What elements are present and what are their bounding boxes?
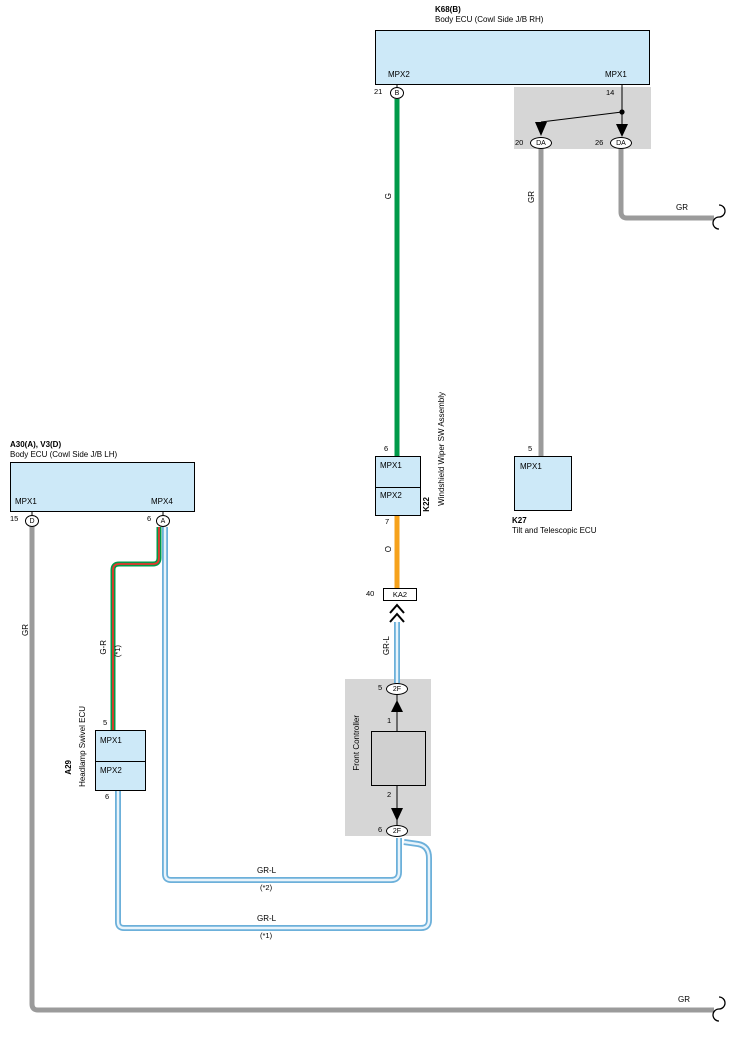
a30-name: Body ECU (Cowl Side J/B LH) bbox=[10, 450, 118, 459]
k22-port-mpx2: MPX2 bbox=[380, 491, 402, 500]
a29-pin-5: 5 bbox=[103, 718, 108, 727]
k22-box: MPX1 MPX2 bbox=[375, 456, 421, 516]
fc-pin-1: 1 bbox=[387, 716, 392, 725]
k68-port-mpx2: MPX2 bbox=[388, 70, 410, 79]
wire-g-r-base bbox=[110, 527, 162, 730]
k68-pin-20: 20 bbox=[515, 138, 524, 147]
wire-gr-top-right bbox=[618, 149, 714, 221]
wire-label-o: O bbox=[384, 546, 393, 553]
k68-pin-14: 14 bbox=[606, 88, 615, 97]
a29-port-mpx2: MPX2 bbox=[100, 766, 122, 775]
a30-box: MPX1 MPX4 bbox=[10, 462, 195, 512]
k68-pin-21: 21 bbox=[374, 87, 383, 96]
k68-box: MPX2 MPX1 bbox=[375, 30, 650, 85]
a29-box: MPX1 MPX2 bbox=[95, 730, 146, 791]
a30-pin-6: 6 bbox=[147, 514, 152, 523]
k68-code: K68(B) bbox=[435, 5, 461, 14]
k68-pin-26: 26 bbox=[595, 138, 604, 147]
front-controller-box bbox=[371, 731, 426, 786]
a30-port-mpx4: MPX4 bbox=[151, 497, 173, 506]
junction-dot bbox=[619, 109, 625, 115]
ka2-pin-40: 40 bbox=[366, 589, 375, 598]
k27-box: MPX1 bbox=[514, 456, 572, 511]
connector-da-left: DA bbox=[530, 137, 552, 149]
fc-pin-2: 2 bbox=[387, 790, 392, 799]
connector-da-right: DA bbox=[610, 137, 632, 149]
wire-break-icon bbox=[712, 204, 726, 230]
k22-code: K22 bbox=[422, 497, 431, 512]
a29-divider bbox=[96, 761, 145, 762]
a30-code: A30(A), V3(D) bbox=[10, 440, 62, 449]
k27-port-mpx1: MPX1 bbox=[520, 462, 542, 471]
a30-port-mpx1: MPX1 bbox=[15, 497, 37, 506]
arrow-down-icon bbox=[535, 122, 547, 136]
arrow-up-icon bbox=[391, 700, 403, 712]
k27-code: K27 bbox=[512, 516, 527, 525]
wire-grl-run-a-inner bbox=[163, 527, 401, 882]
k27-name: Tilt and Telescopic ECU bbox=[512, 526, 597, 535]
wire-gr-left bbox=[29, 527, 714, 1013]
k22-pin-6: 6 bbox=[384, 444, 389, 453]
wire-label-grl-run-a-note: (*2) bbox=[260, 883, 273, 892]
connector-a: A bbox=[156, 515, 170, 527]
arrow-down-icon bbox=[616, 124, 628, 137]
a29-name: Headlamp Swivel ECU bbox=[78, 706, 87, 787]
arrow-down-icon bbox=[391, 808, 403, 821]
a30-pin-15: 15 bbox=[10, 514, 19, 523]
wire-label-g-r: G-R bbox=[99, 640, 108, 655]
connector-ka2: KA2 bbox=[383, 588, 417, 601]
a29-port-mpx1: MPX1 bbox=[100, 736, 122, 745]
wire-label-gr-top-right: GR bbox=[676, 203, 688, 212]
wire-label-g: G bbox=[384, 193, 393, 200]
k68-name: Body ECU (Cowl Side J/B RH) bbox=[435, 15, 544, 24]
chevron-up-icon bbox=[389, 603, 405, 614]
fc-pin-6: 6 bbox=[378, 825, 383, 834]
k22-name: Windshield Wiper SW Assembly bbox=[437, 392, 446, 506]
k68-branch-diagonal bbox=[540, 111, 623, 123]
wire-label-g-r-note: (*1) bbox=[113, 645, 122, 658]
k68-port-mpx1: MPX1 bbox=[605, 70, 627, 79]
connector-2f-top: 2F bbox=[386, 683, 408, 695]
wire-break-icon bbox=[712, 996, 726, 1022]
k22-port-mpx1: MPX1 bbox=[380, 461, 402, 470]
k22-divider bbox=[376, 487, 420, 488]
wire-label-gr-k27: GR bbox=[527, 191, 536, 203]
wire-label-grl-run-b-note: (*1) bbox=[260, 931, 273, 940]
wire-grl-run-b-inner bbox=[116, 791, 431, 930]
connector-d: D bbox=[25, 515, 39, 527]
connector-2f-bottom: 2F bbox=[386, 825, 408, 837]
k22-pin-7: 7 bbox=[385, 517, 390, 526]
chevron-up-icon bbox=[389, 612, 405, 623]
wire-label-gr-bottom-right: GR bbox=[678, 995, 690, 1004]
wire-label-grl-run-a: GR-L bbox=[257, 866, 277, 875]
wire-g-r-stripe bbox=[112, 527, 160, 730]
connector-b: B bbox=[390, 87, 404, 99]
wire-label-grl-mid: GR-L bbox=[382, 636, 391, 656]
k27-pin-5: 5 bbox=[528, 444, 533, 453]
wire-label-grl-run-b: GR-L bbox=[257, 914, 277, 923]
fc-pin-5: 5 bbox=[378, 683, 383, 692]
wire-grl-run-a-outer bbox=[162, 527, 402, 883]
wire-label-gr-left: GR bbox=[21, 624, 30, 636]
front-controller-name: Front Controller bbox=[352, 715, 361, 771]
a29-pin-6: 6 bbox=[105, 792, 110, 801]
a29-code: A29 bbox=[64, 760, 73, 775]
